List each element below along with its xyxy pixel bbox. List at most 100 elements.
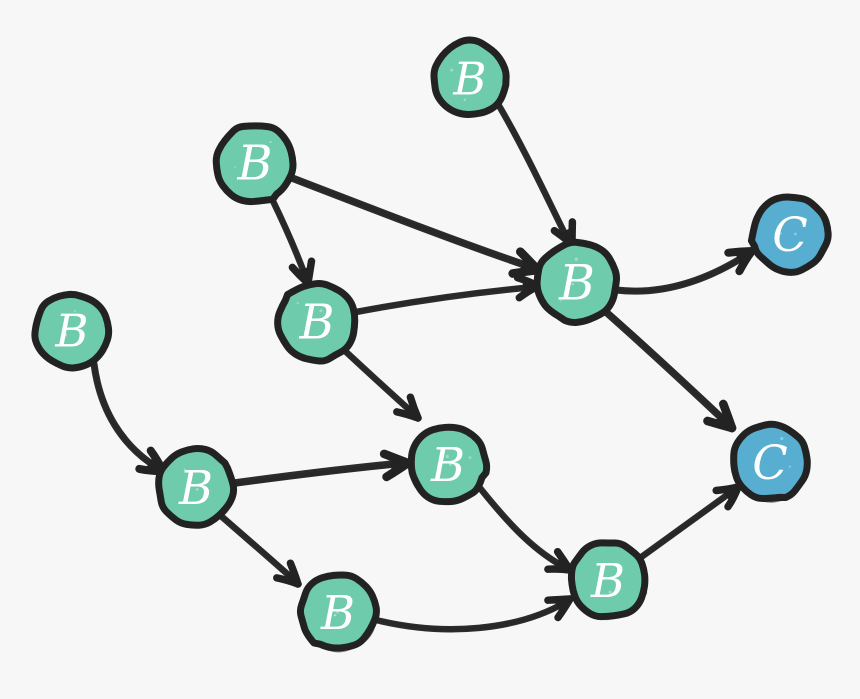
graph-edge — [231, 449, 413, 487]
node-texture-speckle — [574, 257, 578, 261]
graph-node-b-upper-left[interactable]: B — [212, 122, 297, 206]
edge-line-overstroke — [604, 309, 731, 426]
node-fill — [301, 575, 376, 648]
node-texture-speckle — [245, 153, 248, 156]
graph-node-b-bottom-right[interactable]: B — [567, 539, 649, 621]
edge-line-overstroke — [354, 284, 536, 314]
graph-node-b-top[interactable]: B — [430, 36, 510, 118]
node-fill — [733, 425, 806, 499]
arrow-head-fill-icon — [713, 409, 733, 429]
node-texture-speckle — [334, 613, 337, 617]
node-texture-speckle — [780, 436, 784, 441]
graph-node-b-hub[interactable]: B — [533, 238, 621, 326]
node-texture-speckle — [73, 310, 76, 312]
edge-line-overstroke — [638, 488, 736, 561]
node-texture-speckle — [560, 299, 562, 302]
node-texture-speckle — [571, 282, 574, 286]
graph-edge — [612, 246, 757, 295]
graph-edge — [340, 346, 422, 422]
arrow-head-fill-icon — [519, 256, 539, 274]
node-texture-speckle — [445, 454, 449, 459]
edge-line-overstroke — [374, 600, 569, 631]
node-fill — [571, 543, 646, 617]
node-texture-speckle — [234, 166, 236, 168]
arrow-head-fill-icon — [401, 402, 419, 419]
graph-edge — [372, 595, 574, 633]
node-fill — [159, 450, 233, 524]
arrow-head-fill-icon — [295, 266, 312, 284]
node-texture-speckle — [794, 232, 797, 236]
node-texture-speckle — [63, 332, 67, 336]
arrow-head-fill-icon — [721, 486, 739, 502]
graph-node-b-bottom[interactable]: B — [296, 571, 380, 653]
node-texture-speckle — [613, 578, 616, 581]
arrow-head-fill-icon — [390, 455, 409, 474]
node-outline-overstroke — [730, 422, 810, 503]
node-texture-speckle — [269, 140, 272, 144]
node-texture-speckle — [780, 222, 784, 226]
node-fill — [279, 284, 355, 360]
node-outline-overstroke — [569, 540, 648, 621]
node-texture-speckle — [450, 68, 454, 72]
graph-edge — [636, 483, 742, 562]
node-texture-speckle — [781, 448, 785, 452]
node-outline-overstroke — [156, 446, 237, 529]
arrow-head-fill-icon — [553, 556, 571, 571]
arrow-head-fill-icon — [281, 568, 299, 585]
graph-node-b-far-left[interactable]: B — [31, 290, 113, 372]
node-fill — [218, 124, 294, 201]
node-texture-speckle — [333, 614, 336, 617]
node-texture-speckle — [196, 488, 199, 491]
edge-line-overstroke — [614, 251, 751, 293]
node-fill — [411, 427, 486, 501]
graph-node-c-lower-right[interactable]: C — [730, 420, 811, 503]
edge-line-overstroke — [92, 362, 161, 471]
node-texture-speckle — [307, 315, 310, 318]
node-outline-overstroke — [430, 39, 510, 117]
graph-node-b-mid-bottom[interactable]: B — [407, 423, 491, 506]
graph-edge — [217, 512, 302, 588]
node-fill — [36, 294, 108, 365]
node-texture-speckle — [463, 98, 467, 101]
node-texture-speckle — [617, 579, 620, 583]
graph-edge — [268, 195, 316, 287]
arrow-head-fill-icon — [522, 279, 539, 296]
node-outline-overstroke — [750, 195, 831, 275]
edge-line-overstroke — [233, 461, 407, 486]
node-texture-speckle — [336, 611, 339, 614]
node-texture-speckle — [779, 232, 782, 235]
node-outline-overstroke — [32, 290, 111, 369]
node-outline-overstroke — [298, 573, 377, 653]
node-texture-speckle — [63, 333, 68, 337]
graph-node-b-lower-left[interactable]: B — [155, 445, 238, 529]
graph-node-b-mid-left[interactable]: B — [274, 279, 359, 365]
node-texture-speckle — [469, 75, 473, 79]
node-texture-speckle — [788, 465, 791, 468]
arrow-head-fill-icon — [734, 250, 753, 267]
node-texture-speckle — [195, 488, 198, 491]
graph-node-c-upper-right[interactable]: C — [747, 193, 832, 276]
graph-edge — [602, 308, 737, 433]
edge-line-overstroke — [496, 102, 571, 242]
node-fill — [434, 41, 506, 114]
node-fill — [752, 197, 827, 272]
node-texture-speckle — [468, 456, 472, 459]
edges-layer — [90, 100, 757, 633]
edge-line-overstroke — [477, 486, 568, 571]
node-outline-overstroke — [535, 241, 618, 325]
node-texture-speckle — [319, 309, 323, 313]
node-outline-overstroke — [408, 425, 488, 504]
node-outline-overstroke — [276, 281, 358, 362]
edge-line-overstroke — [290, 176, 537, 271]
node-texture-speckle — [448, 463, 452, 466]
graph-edge — [288, 174, 543, 278]
node-texture-speckle — [183, 468, 186, 471]
arrow-head-fill-icon — [145, 455, 164, 472]
node-texture-speckle — [608, 590, 612, 594]
arrow-head-fill-icon — [553, 598, 571, 614]
node-outline-overstroke — [213, 123, 297, 204]
node-fill — [537, 243, 617, 321]
